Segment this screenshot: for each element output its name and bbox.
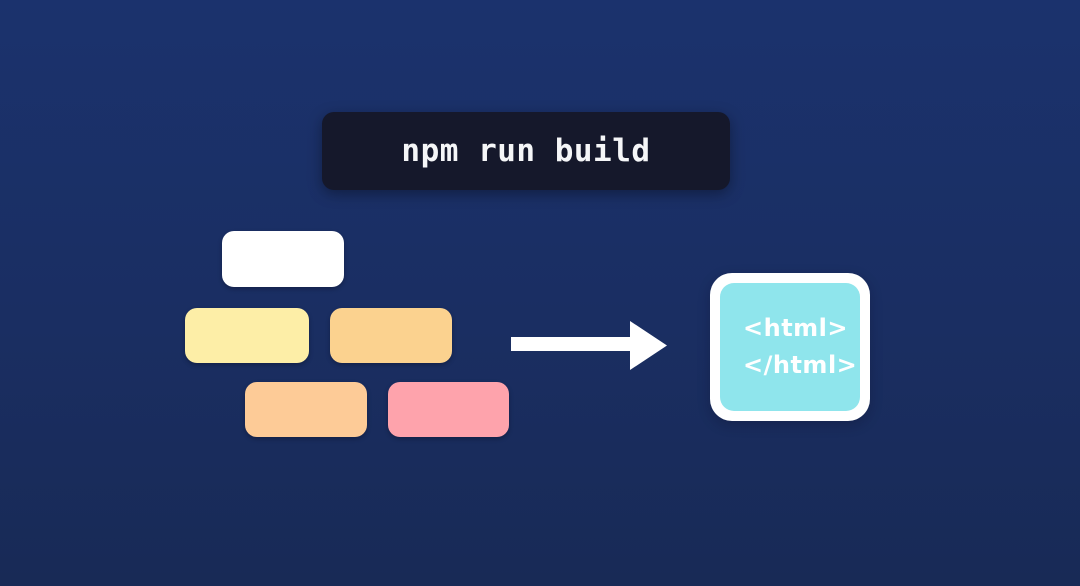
source-block-white bbox=[222, 231, 344, 287]
source-block-peach bbox=[245, 382, 367, 437]
source-block-yellow bbox=[185, 308, 309, 363]
arrow-right-icon bbox=[511, 319, 669, 373]
html-output-inner: <html> </html> bbox=[720, 283, 860, 411]
source-block-pink bbox=[388, 382, 509, 437]
command-text: npm run build bbox=[401, 133, 651, 169]
source-block-orange bbox=[330, 308, 452, 363]
html-close-tag: </html> bbox=[743, 350, 858, 379]
html-output-box: <html> </html> bbox=[710, 273, 870, 421]
html-open-tag: <html> bbox=[743, 314, 849, 343]
command-box: npm run build bbox=[322, 112, 730, 190]
